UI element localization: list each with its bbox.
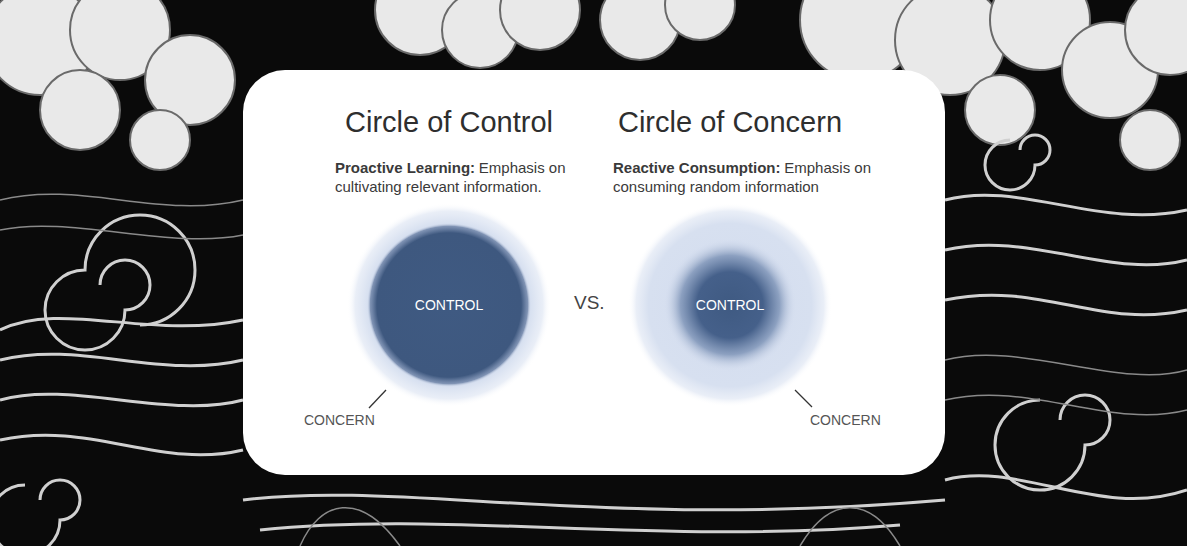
white-panel: Circle of ControlProactive Learning:Emph…	[243, 70, 945, 475]
concern-circle: CONCERNCONTROL	[628, 203, 832, 407]
control-circle: CONTROL	[664, 239, 796, 371]
subtitle-group: Proactive Learning:Emphasis on cultivati…	[335, 158, 573, 196]
heading: Circle of Concern	[618, 106, 842, 138]
subtitle-group: Reactive Consumption:Emphasis on consumi…	[613, 158, 875, 196]
control-label: CONTROL	[664, 239, 796, 371]
vs-label: VS.	[574, 292, 605, 313]
heading: Circle of Control	[345, 106, 553, 138]
heading-group: Circle of Concern	[580, 106, 880, 139]
subtitle-lead: Proactive Learning:	[335, 159, 475, 176]
concern-circle: CONCERNCONTROL	[347, 203, 551, 407]
control-circle: CONTROL	[367, 223, 531, 387]
control-label: CONTROL	[367, 223, 531, 387]
concern-label: CONCERN	[810, 412, 881, 428]
subtitle-lead: Reactive Consumption:	[613, 159, 781, 176]
vs-label-group: VS.	[574, 292, 605, 314]
heading-group: Circle of Control	[299, 106, 599, 139]
concern-label: CONCERN	[304, 412, 375, 428]
